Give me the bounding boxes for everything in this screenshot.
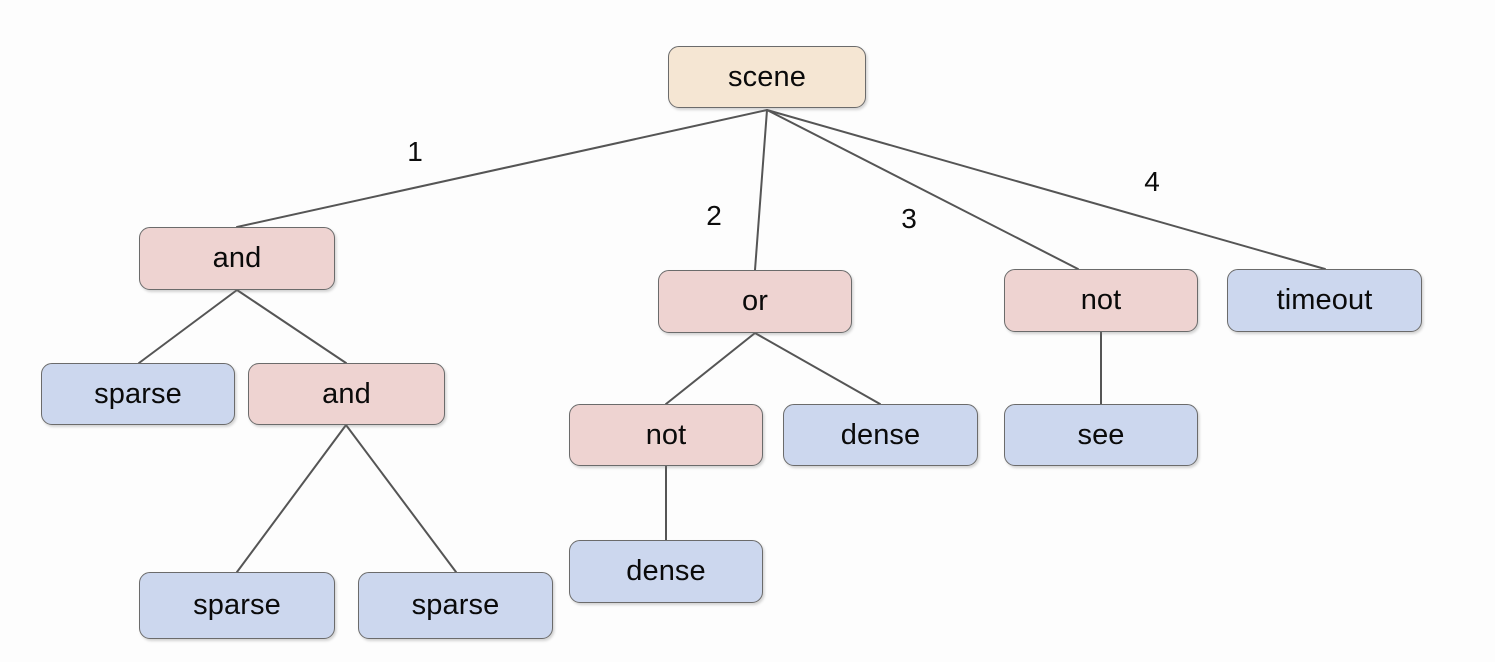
edge-label-1: 1 xyxy=(407,136,423,167)
tree-node-dense2[interactable]: dense xyxy=(569,540,763,603)
tree-node-scene[interactable]: scene xyxy=(668,46,866,108)
tree-node-label: sparse xyxy=(411,589,500,621)
edge-label-4: 4 xyxy=(1144,166,1160,197)
tree-node-or1[interactable]: or xyxy=(658,270,852,333)
edge-and1-to-sparse1 xyxy=(138,289,238,364)
tree-node-see[interactable]: see xyxy=(1004,404,1198,466)
edge-scene-to-or1 xyxy=(754,109,768,271)
tree-node-label: scene xyxy=(728,60,806,93)
edge-label-3: 3 xyxy=(901,203,917,234)
tree-node-label: see xyxy=(1077,418,1125,451)
tree-node-label: or xyxy=(742,285,768,317)
tree-node-sparse2[interactable]: sparse xyxy=(139,572,335,639)
tree-node-label: dense xyxy=(840,418,921,451)
tree-node-label: and xyxy=(322,377,371,410)
tree-node-label: dense xyxy=(626,555,706,587)
tree-node-label: not xyxy=(1080,284,1122,316)
edge-scene-to-not2 xyxy=(766,109,1079,270)
edge-scene-to-and1 xyxy=(236,109,768,228)
edge-or1-to-not1 xyxy=(665,332,756,405)
tree-node-not1[interactable]: not xyxy=(569,404,763,466)
edge-and1-to-and2 xyxy=(236,289,347,364)
tree-node-and2[interactable]: and xyxy=(248,363,445,425)
tree-node-label: not xyxy=(645,418,687,451)
edge-label-2: 2 xyxy=(706,200,722,231)
edge-and2-to-sparse2 xyxy=(236,424,347,573)
tree-node-label: sparse xyxy=(193,589,281,621)
edge-and2-to-sparse3 xyxy=(345,424,457,573)
edge-scene-to-timeout xyxy=(766,109,1326,270)
tree-node-and1[interactable]: and xyxy=(139,227,335,290)
tree-node-timeout[interactable]: timeout xyxy=(1227,269,1422,332)
tree-node-label: and xyxy=(212,242,262,274)
tree-node-sparse1[interactable]: sparse xyxy=(41,363,235,425)
tree-node-dense1[interactable]: dense xyxy=(783,404,978,466)
tree-node-label: sparse xyxy=(94,377,182,410)
tree-node-sparse3[interactable]: sparse xyxy=(358,572,553,639)
tree-node-not2[interactable]: not xyxy=(1004,269,1198,332)
tree-node-label: timeout xyxy=(1276,284,1373,316)
edge-or1-to-dense1 xyxy=(754,332,881,405)
